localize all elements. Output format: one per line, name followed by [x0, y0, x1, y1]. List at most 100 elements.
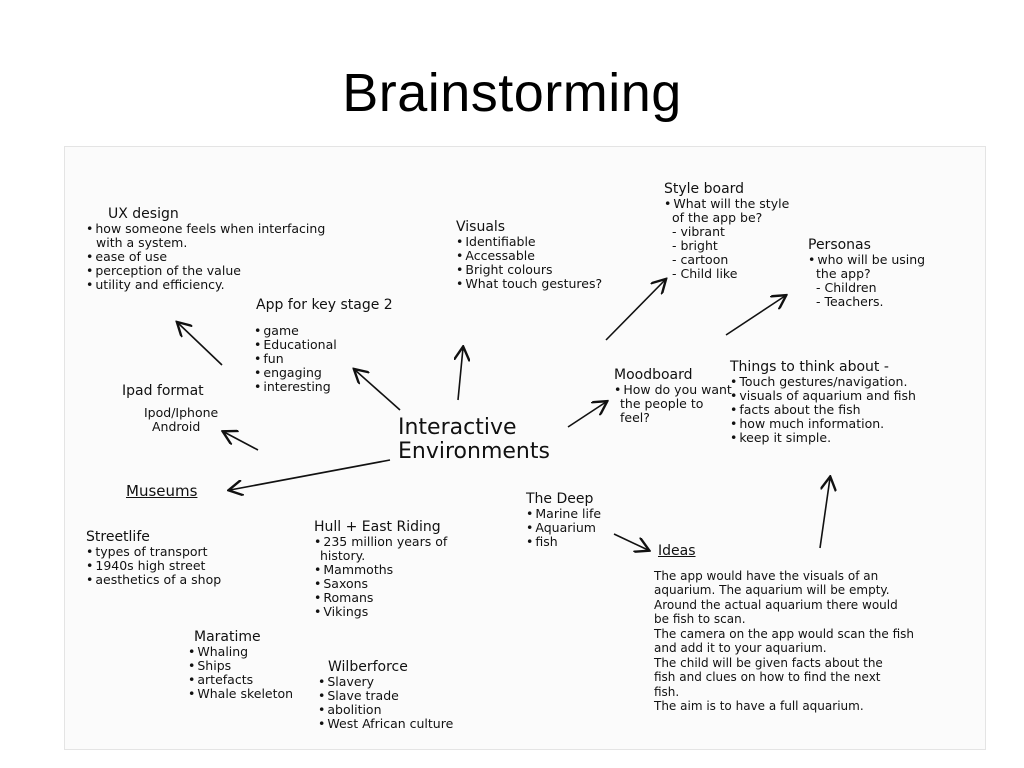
list-item: Ships — [188, 659, 293, 673]
personas-title: Personas — [808, 237, 871, 253]
list-item: Educational — [254, 338, 393, 352]
list-item: Saxons — [314, 577, 447, 591]
list-item: Ipod/Iphone — [144, 405, 219, 420]
wilberforce-note: Wilberforce Slavery Slave trade abolitio… — [318, 660, 453, 731]
list-item: who will be using — [808, 253, 925, 267]
list-item: Slave trade — [318, 689, 453, 703]
ux-design-title: UX design — [108, 206, 179, 222]
ipad-format-title: Ipad format — [122, 383, 204, 399]
ideas-line: and add it to your aquarium. — [654, 641, 827, 655]
arrow-to-museums — [230, 459, 391, 490]
streetlife-note: Streetlife types of transport 1940s high… — [86, 530, 221, 587]
maratime-title: Maratime — [194, 629, 261, 645]
arrow-to-ux-design — [178, 323, 223, 366]
list-item: West African culture — [318, 717, 453, 731]
arrow-to-moodboard — [567, 402, 606, 428]
list-item: Slavery — [318, 675, 453, 689]
list-item: feel? — [620, 410, 650, 425]
list-item: 235 million years of — [314, 535, 447, 549]
the-deep-title: The Deep — [526, 491, 594, 507]
list-item: of the app be? — [672, 210, 763, 225]
list-item: abolition — [318, 703, 453, 717]
list-item: interesting — [254, 380, 393, 394]
arrow-to-things — [819, 478, 830, 549]
ideas-note: Ideas The app would have the visuals of … — [654, 544, 914, 714]
wilberforce-title: Wilberforce — [328, 659, 408, 675]
list-item: keep it simple. — [730, 431, 916, 445]
list-item: how someone feels when interfacing — [86, 222, 325, 236]
slide-title: Brainstorming — [342, 63, 682, 123]
list-item: How do you want — [614, 383, 731, 397]
list-item: - Children — [816, 280, 877, 295]
list-item: engaging — [254, 366, 393, 380]
list-item: - bright — [672, 238, 718, 253]
list-item: - cartoon — [672, 252, 729, 267]
museums-title: Museums — [126, 482, 198, 500]
list-item: fun — [254, 352, 393, 366]
hull-east-riding-note: Hull + East Riding 235 million years of … — [314, 520, 447, 619]
personas-note: Personas who will be using the app? - Ch… — [808, 238, 925, 309]
the-deep-note: The Deep Marine life Aquarium fish — [526, 492, 601, 549]
ux-design-note: UX design how someone feels when interfa… — [86, 207, 325, 292]
center-topic-line2: Environments — [398, 439, 550, 464]
visuals-title: Visuals — [456, 219, 506, 235]
ideas-line: fish and clues on how to find the next — [654, 670, 881, 684]
ideas-line: The aim is to have a full aquarium. — [654, 699, 864, 713]
center-topic-line1: Interactive — [398, 415, 517, 440]
ideas-line: be fish to scan. — [654, 612, 746, 626]
style-board-note: Style board What will the style of the a… — [664, 182, 789, 281]
list-item: Accessable — [456, 249, 602, 263]
ipad-format-note: Ipad format Ipod/Iphone Android — [122, 384, 218, 434]
things-to-think-note: Things to think about - Touch gestures/n… — [730, 360, 916, 445]
list-item: the people to — [620, 396, 704, 411]
list-item: Romans — [314, 591, 447, 605]
list-item: Whaling — [188, 645, 293, 659]
list-item: Aquarium — [526, 521, 601, 535]
list-item: aesthetics of a shop — [86, 573, 221, 587]
list-item: - Teachers. — [816, 294, 884, 309]
list-item: What will the style — [664, 197, 789, 211]
ideas-line: fish. — [654, 684, 680, 699]
app-key-stage-title: App for key stage 2 — [256, 297, 393, 313]
list-item: Whale skeleton — [188, 687, 293, 701]
list-item: history. — [320, 548, 366, 563]
list-item: - Child like — [672, 266, 738, 281]
list-item: Identifiable — [456, 235, 602, 249]
list-item: utility and efficiency. — [86, 278, 325, 292]
list-item: 1940s high street — [86, 559, 221, 573]
list-item: Android — [152, 419, 201, 434]
ideas-line: The child will be given facts about the — [654, 655, 883, 670]
arrow-to-visuals — [458, 348, 463, 401]
hull-east-riding-title: Hull + East Riding — [314, 519, 441, 535]
museums-note: Museums — [126, 484, 197, 499]
list-item: Marine life — [526, 507, 601, 521]
app-key-stage-note: App for key stage 2 game Educational fun… — [254, 298, 393, 394]
list-item: Touch gestures/navigation. — [730, 375, 916, 389]
list-item: visuals of aquarium and fish — [730, 389, 916, 403]
ideas-title: Ideas — [658, 543, 696, 559]
visuals-note: Visuals Identifiable Accessable Bright c… — [456, 220, 602, 291]
list-item: how much information. — [730, 417, 916, 431]
list-item: the app? — [816, 266, 871, 281]
streetlife-title: Streetlife — [86, 529, 150, 545]
list-item: with a system. — [96, 235, 188, 250]
list-item: facts about the fish — [730, 403, 916, 417]
arrow-to-style-board — [605, 280, 665, 341]
list-item: - vibrant — [672, 224, 725, 239]
center-topic: Interactive Environments — [398, 416, 550, 464]
ideas-line: The camera on the app would scan the fis… — [654, 626, 915, 641]
list-item: artefacts — [188, 673, 293, 687]
moodboard-title: Moodboard — [614, 367, 693, 383]
ideas-line: aquarium. The aquarium will be empty. — [654, 583, 890, 597]
list-item: Bright colours — [456, 263, 602, 277]
things-to-think-title: Things to think about - — [730, 359, 889, 375]
moodboard-note: Moodboard How do you want the people to … — [614, 368, 732, 425]
list-item: Vikings — [314, 605, 447, 619]
list-item: What touch gestures? — [456, 277, 602, 291]
ideas-line: Around the actual aquarium there would — [654, 597, 898, 612]
list-item: ease of use — [86, 250, 325, 264]
arrow-to-personas — [725, 296, 785, 336]
list-item: perception of the value — [86, 264, 325, 278]
maratime-note: Maratime Whaling Ships artefacts Whale s… — [188, 630, 293, 701]
